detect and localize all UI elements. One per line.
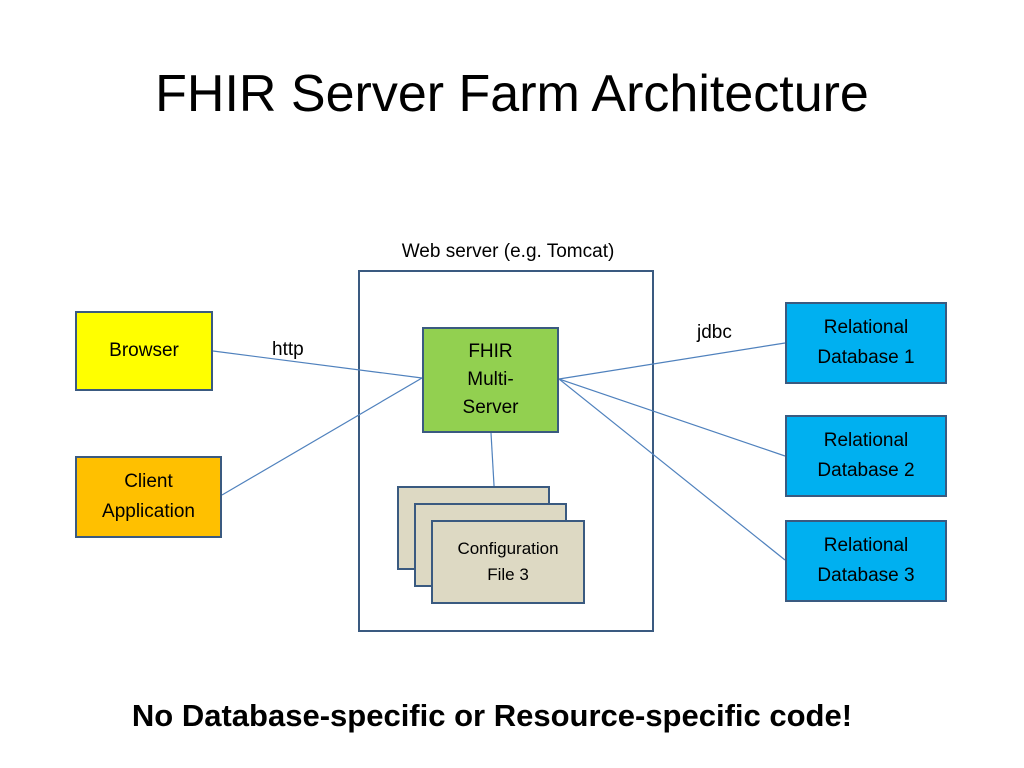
edge-fhir-to-db2 xyxy=(558,378,786,457)
http-edge-label: http xyxy=(272,339,304,360)
browser-node: Browser xyxy=(75,311,213,391)
edge-fhir-to-db1 xyxy=(558,342,786,380)
slide-title: FHIR Server Farm Architecture xyxy=(155,65,869,123)
relational-database-1-node: Relational Database 1 xyxy=(785,302,947,384)
edge-browser-to-fhir xyxy=(212,350,423,379)
edge-client-to-fhir xyxy=(221,377,423,496)
relational-database-3-node: Relational Database 3 xyxy=(785,520,947,602)
fhir-multi-server-node: FHIR Multi- Server xyxy=(422,327,559,433)
footer-note: No Database-specific or Resource-specifi… xyxy=(131,698,853,733)
jdbc-edge-label: jdbc xyxy=(697,322,732,343)
client-application-node: Client Application xyxy=(75,456,222,538)
edge-fhir-to-db3 xyxy=(558,378,786,561)
relational-database-2-node: Relational Database 2 xyxy=(785,415,947,497)
config-file-3-node: Configuration File 3 xyxy=(431,520,585,604)
web-server-label: Web server (e.g. Tomcat) xyxy=(401,241,615,262)
